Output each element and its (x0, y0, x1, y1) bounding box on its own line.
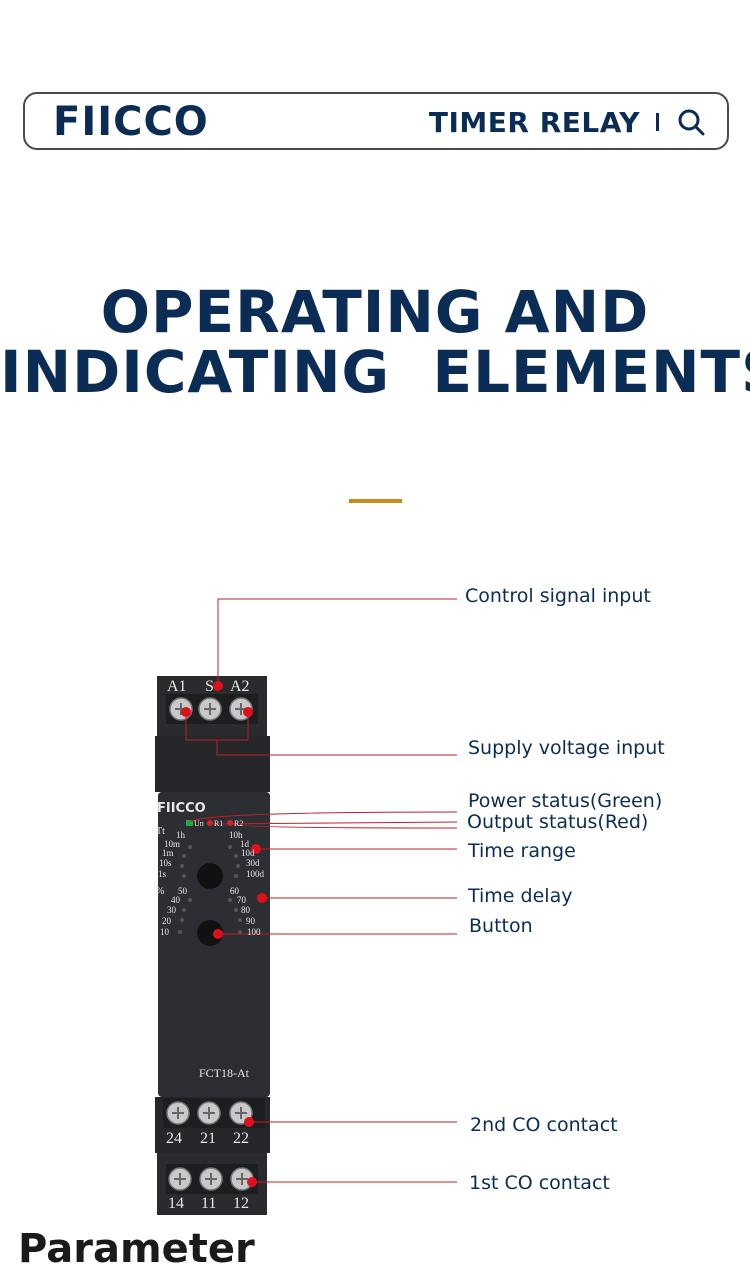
delay-label: % (156, 886, 164, 897)
delay-20: 20 (162, 916, 172, 926)
range-1h: 1h (176, 830, 186, 840)
callout-co1: 1st CO contact (469, 1172, 610, 1194)
delay-40: 40 (171, 895, 181, 905)
callout-supply-voltage: Supply voltage input (468, 737, 665, 759)
range-10m: 10m (164, 839, 180, 849)
terminal-label-12: 12 (233, 1195, 249, 1212)
callout-output-status: Output status(Red) (467, 811, 649, 833)
terminal-label-s: S (205, 678, 214, 695)
terminal-label-a1: A1 (167, 678, 187, 695)
callout-button: Button (469, 915, 533, 937)
callout-time-delay: Time delay (468, 885, 573, 907)
brand-header: FIICCO TIMER RELAY (23, 92, 729, 150)
callout-markers (181, 681, 267, 1187)
delay-30: 30 (167, 905, 177, 915)
page-title-line-2: INDICATING ELEMENTS (0, 338, 750, 406)
delay-50: 50 (178, 886, 188, 896)
brand-logo[interactable]: FIICCO (53, 102, 209, 142)
range-100d: 100d (246, 869, 265, 879)
callout-lines (185, 598, 458, 1183)
logo-text: FIICCO (53, 99, 209, 145)
terminal-label-11: 11 (201, 1195, 216, 1212)
header-title: TIMER RELAY (428, 105, 640, 139)
accent-divider (349, 499, 402, 503)
power-led (186, 820, 193, 826)
terminal-label-14: 14 (168, 1195, 184, 1212)
search-icon[interactable] (677, 108, 705, 136)
range-1d: 1d (240, 839, 250, 849)
page-title-line-1: OPERATING AND (100, 278, 650, 346)
range-10h: 10h (229, 830, 243, 840)
delay-60: 60 (230, 886, 240, 896)
callout-control-signal: Control signal input (465, 585, 651, 607)
delay-100: 100 (247, 927, 261, 937)
range-30d: 30d (246, 858, 260, 868)
device-model: FCT18-At (199, 1066, 250, 1080)
device-illustration: A1 S A2 24 21 22 14 11 12 FIICCO FCT18-A… (155, 598, 458, 1215)
led-label-r2: R2 (234, 819, 243, 828)
terminal-label-24: 24 (166, 1130, 182, 1147)
terminal-label-22: 22 (233, 1130, 249, 1147)
bottom-screws (168, 1167, 254, 1191)
callout-power-status: Power status(Green) (468, 790, 663, 812)
range-10s: 10s (159, 858, 172, 868)
mid-screws (166, 1101, 253, 1125)
range-1s: 1s (158, 869, 167, 879)
delay-70: 70 (237, 895, 247, 905)
callout-time-range: Time range (468, 840, 576, 862)
led-label-r1: R1 (214, 819, 223, 828)
header-separator (656, 113, 659, 131)
output-led-r1 (207, 820, 213, 826)
time-delay-knob (197, 920, 223, 946)
page-title: OPERATING AND INDICATING ELEMENTS (0, 282, 750, 402)
led-label-un: Un (194, 819, 204, 828)
time-range-knob (197, 863, 223, 889)
device-diagram: A1 S A2 24 21 22 14 11 12 FIICCO FCT18-A… (0, 560, 750, 1240)
callout-co2: 2nd CO contact (470, 1114, 618, 1136)
delay-80: 80 (241, 905, 251, 915)
device-brand: FIICCO (157, 801, 206, 816)
terminal-label-a2: A2 (230, 678, 250, 695)
output-led-r2 (227, 820, 233, 826)
header-right: TIMER RELAY (429, 102, 705, 142)
delay-90: 90 (246, 916, 256, 926)
range-label: Tt (156, 826, 165, 837)
range-10d: 10d (241, 848, 255, 858)
delay-10: 10 (160, 927, 170, 937)
terminal-label-21: 21 (200, 1130, 216, 1147)
section-title-parameter: Parameter (18, 1226, 255, 1272)
range-1m: 1m (162, 848, 174, 858)
